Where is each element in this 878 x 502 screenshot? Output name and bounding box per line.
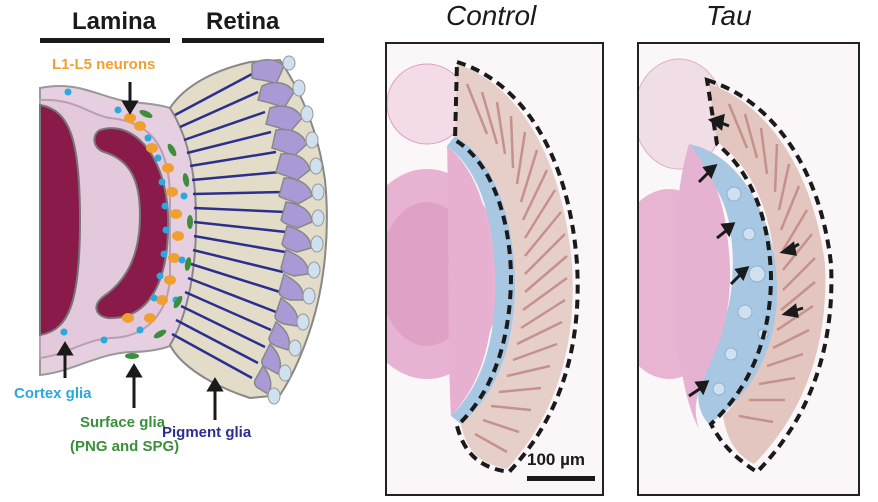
lamina-neuropil (93, 127, 170, 320)
retina-fan (168, 55, 328, 405)
control-histology (387, 59, 595, 481)
surface-glia-sublabel: (PNG and SPG) (70, 438, 180, 455)
surface-glia-dots (125, 109, 193, 359)
cortex-glia-dots (60, 88, 188, 344)
medulla-neuropil (39, 103, 82, 337)
surface-glia-label: Surface glia (80, 414, 166, 431)
neuron-dots (122, 113, 184, 323)
neurons-label: L1-L5 neurons (52, 56, 156, 73)
control-panel: 100 µm (385, 42, 604, 496)
control-title: Control (446, 0, 537, 31)
retina-header: Retina (206, 8, 280, 35)
tau-panel (637, 42, 860, 496)
scale-bar-label: 100 µm (527, 450, 585, 469)
lamina-bar (40, 38, 170, 43)
retina-bar (182, 38, 324, 43)
tau-title: Tau (706, 0, 752, 31)
cortex-glia-label: Cortex glia (14, 385, 92, 402)
tau-histology (639, 58, 834, 475)
pigment-glia-label: Pigment glia (162, 424, 252, 441)
lamina-header: Lamina (72, 8, 157, 35)
